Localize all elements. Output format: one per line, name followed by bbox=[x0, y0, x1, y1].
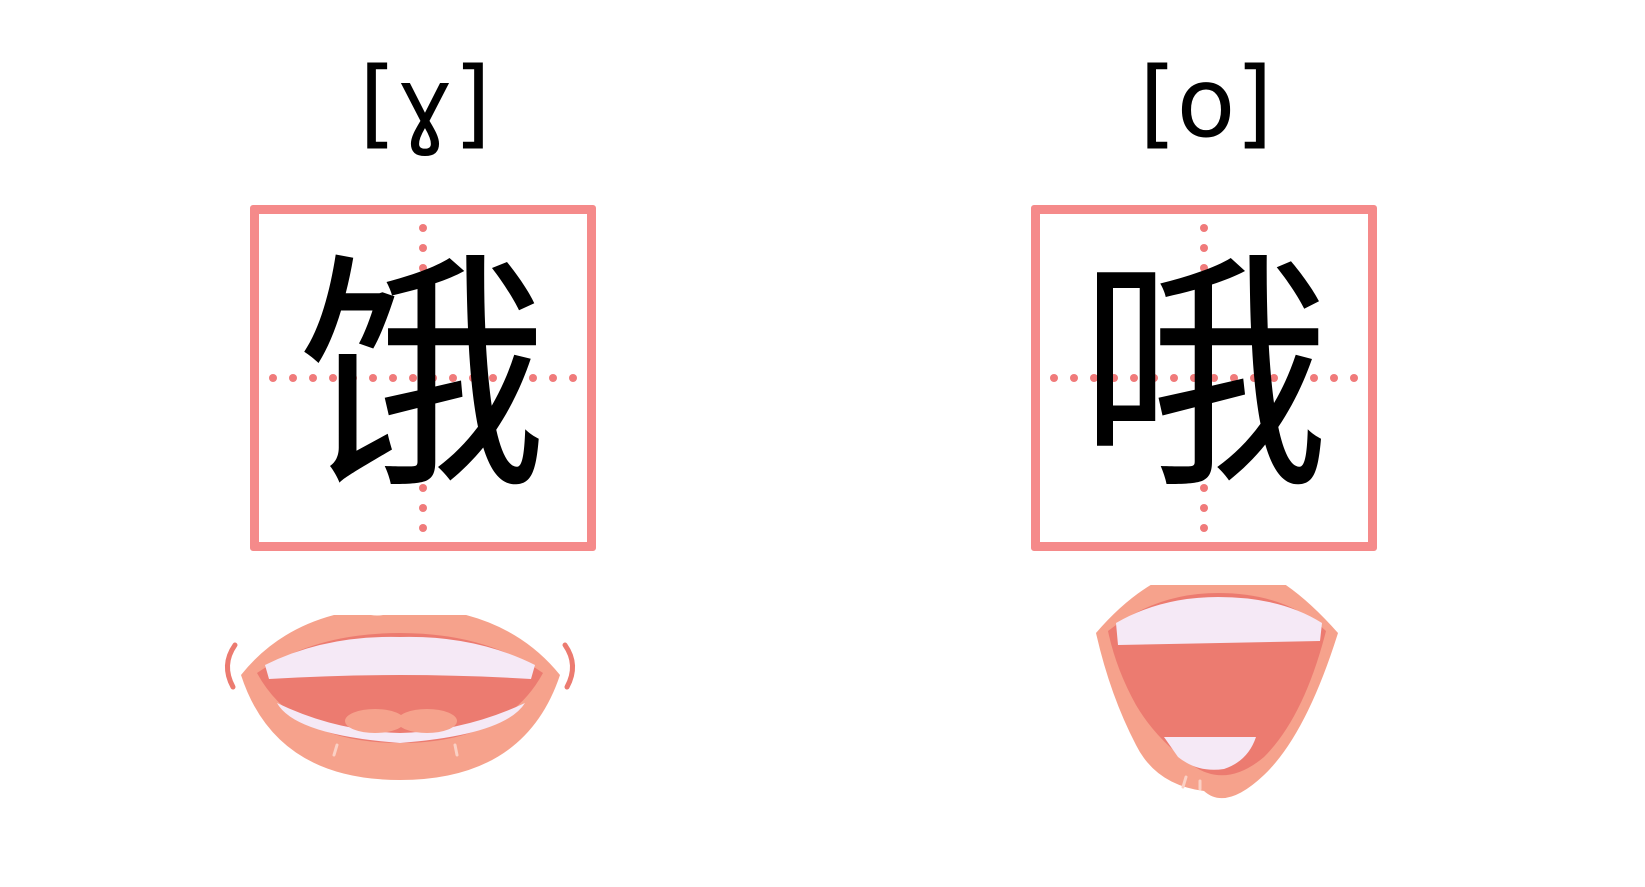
phoneme-card-left: [ɣ] 饿 bbox=[205, 0, 645, 887]
grid-guide-lines bbox=[1050, 224, 1358, 532]
phoneme-card-right: [o] 哦 bbox=[986, 0, 1426, 887]
character-grid-box: 饿 bbox=[250, 205, 596, 551]
mouth-rounded-open-icon bbox=[1096, 585, 1338, 799]
mouth-wide-spread-icon bbox=[225, 615, 575, 780]
phonetic-symbol: [ɣ] bbox=[358, 47, 492, 159]
chinese-character: 哦 bbox=[1079, 232, 1329, 523]
phonetic-symbol: [o] bbox=[1139, 47, 1273, 159]
chinese-character: 饿 bbox=[298, 232, 548, 523]
grid-guide-lines bbox=[269, 224, 577, 532]
character-grid-box: 哦 bbox=[1031, 205, 1377, 551]
